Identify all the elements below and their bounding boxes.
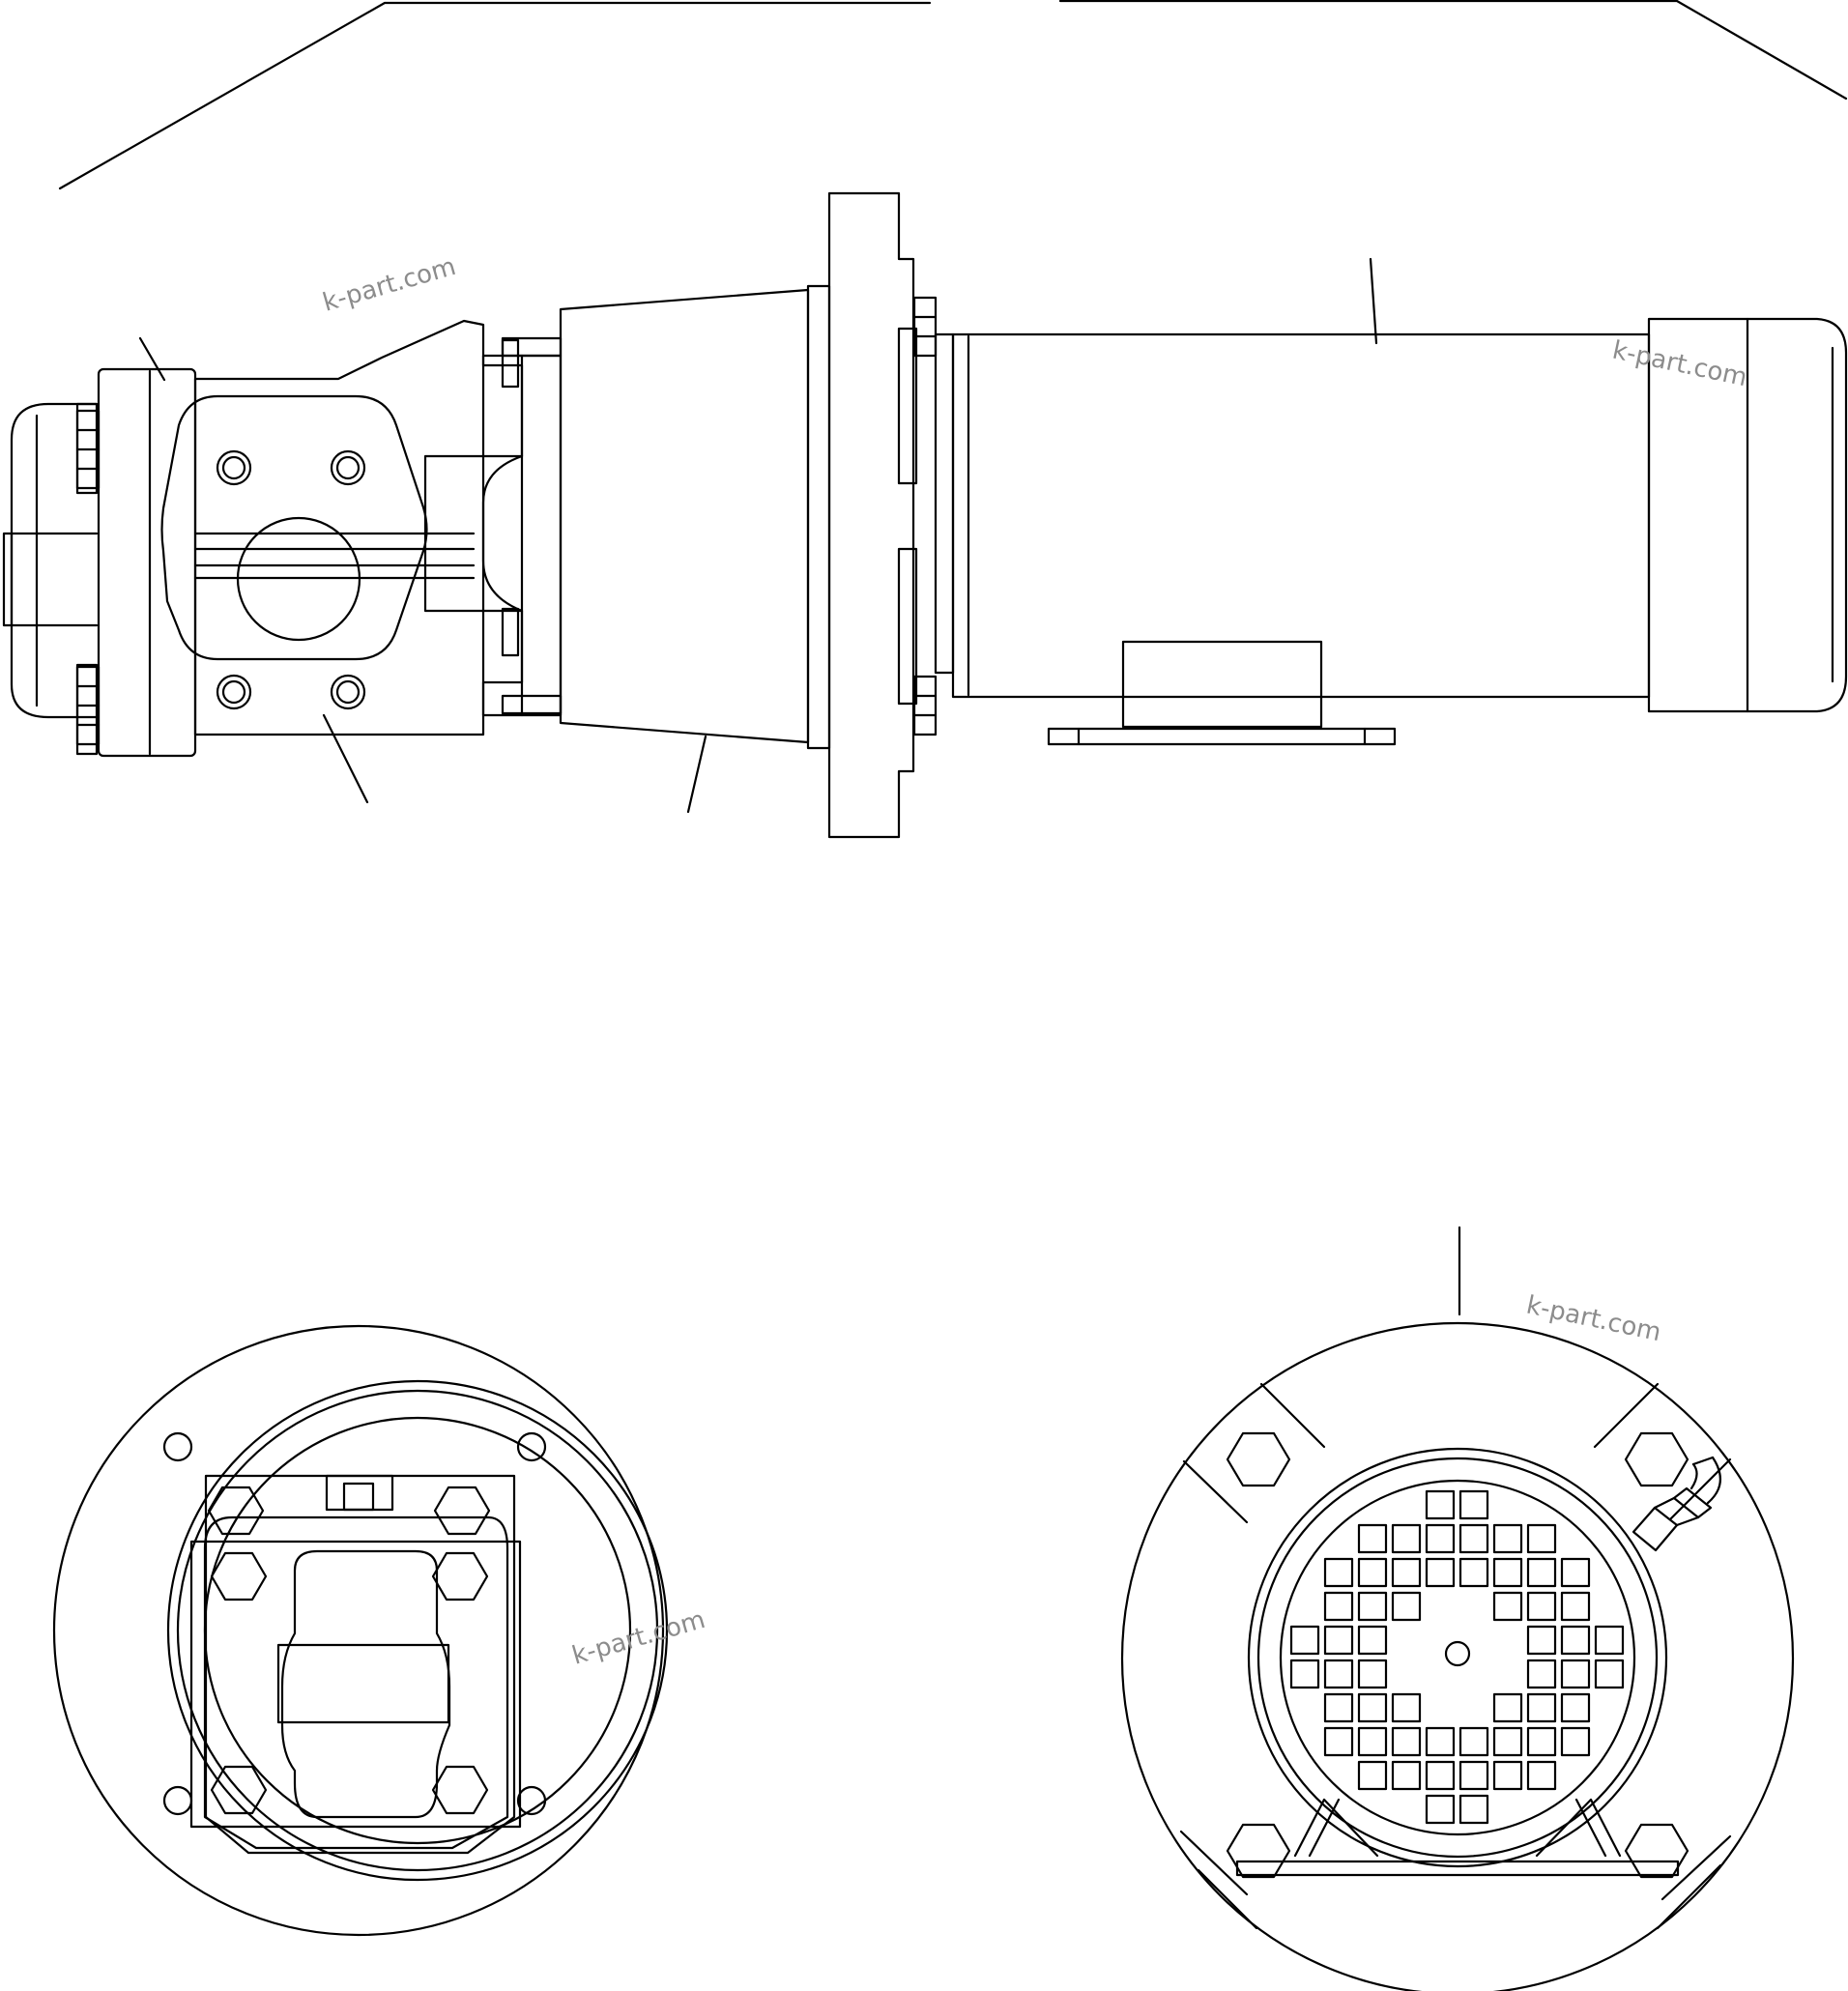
grille-slot xyxy=(1391,1557,1422,1588)
grille-slot xyxy=(1357,1557,1388,1588)
grille-slot xyxy=(1458,1794,1489,1825)
side-view-leader-lines xyxy=(138,257,1378,814)
grille-slot xyxy=(1391,1591,1422,1622)
grille-slot xyxy=(1357,1523,1388,1554)
grille-slot xyxy=(1425,1489,1456,1520)
grille-slot xyxy=(1560,1591,1591,1622)
grille-slot xyxy=(1458,1557,1489,1588)
grille-slot xyxy=(1560,1659,1591,1689)
grille-slot xyxy=(1560,1692,1591,1723)
grille-slot xyxy=(1492,1692,1523,1723)
watermark-text: k-part.com xyxy=(569,1605,708,1671)
motor-fan-grille xyxy=(1289,1489,1625,1825)
bell-housing xyxy=(559,284,831,750)
watermarks: k-part.com k-part.com k-part.com k-part.… xyxy=(320,252,1750,1671)
mounting-flange xyxy=(827,191,955,839)
motor-fan-cover xyxy=(1647,317,1848,713)
grille-slot xyxy=(1526,1692,1557,1723)
grille-slot xyxy=(1458,1523,1489,1554)
adapter-plate xyxy=(481,336,563,717)
grille-slot xyxy=(1594,1659,1625,1689)
grille-slot xyxy=(1323,1625,1354,1656)
grille-slot xyxy=(1391,1760,1422,1791)
grille-slot xyxy=(1492,1557,1523,1588)
grille-slot xyxy=(1289,1659,1320,1689)
grille-slot xyxy=(1526,1591,1557,1622)
grille-slot xyxy=(1323,1557,1354,1588)
motor-body xyxy=(951,332,1651,746)
grille-slot xyxy=(1323,1591,1354,1622)
motor-end-diagonal-ribs xyxy=(1179,1382,1732,1930)
grille-slot xyxy=(1526,1659,1557,1689)
grille-slot xyxy=(1526,1625,1557,1656)
motor-end-hex-bolts xyxy=(1226,1431,1689,1879)
pump-body xyxy=(193,319,524,736)
grille-slot xyxy=(1492,1523,1523,1554)
grille-slot xyxy=(1357,1692,1388,1723)
pump-end-view xyxy=(52,1324,669,1937)
grille-slot xyxy=(1357,1760,1388,1791)
grille-slot xyxy=(1425,1794,1456,1825)
grille-slot xyxy=(1357,1659,1388,1689)
watermark-text: k-part.com xyxy=(1610,336,1750,393)
grille-slot xyxy=(1425,1557,1456,1588)
grille-slot xyxy=(1526,1523,1557,1554)
grille-slot xyxy=(1458,1489,1489,1520)
grille-slot xyxy=(1492,1591,1523,1622)
grille-slot xyxy=(1560,1726,1591,1757)
grille-slot xyxy=(1458,1760,1489,1791)
grille-slot xyxy=(1425,1726,1456,1757)
grille-slot xyxy=(1560,1625,1591,1656)
grille-slot xyxy=(1425,1760,1456,1791)
grille-slot xyxy=(1594,1625,1625,1656)
grille-slot xyxy=(1357,1625,1388,1656)
grille-slot xyxy=(1323,1692,1354,1723)
pump-end-cap xyxy=(2,402,99,756)
grille-slot xyxy=(1391,1523,1422,1554)
motor-end-view xyxy=(1121,1226,1794,1991)
top-bracket-lines xyxy=(58,0,1848,190)
grille-slot xyxy=(1492,1760,1523,1791)
grille-slot xyxy=(1357,1726,1388,1757)
grille-slot xyxy=(1492,1726,1523,1757)
pump-port-flange xyxy=(160,394,428,710)
grille-slot xyxy=(1323,1659,1354,1689)
motor-feet xyxy=(1293,1798,1622,1858)
grille-slot xyxy=(1560,1557,1591,1588)
side-view-cap-bolts xyxy=(75,409,101,746)
watermark-text: k-part.com xyxy=(320,252,459,318)
grille-slot xyxy=(1458,1726,1489,1757)
grille-slot xyxy=(1357,1591,1388,1622)
grille-slot xyxy=(1289,1625,1320,1656)
pump-front-flange xyxy=(97,367,197,758)
watermark-text: k-part.com xyxy=(1524,1291,1664,1348)
grille-slot xyxy=(1425,1523,1456,1554)
grille-slot xyxy=(1526,1760,1557,1791)
grille-slot xyxy=(1391,1726,1422,1757)
grille-slot xyxy=(1323,1726,1354,1757)
grille-slot xyxy=(1526,1726,1557,1757)
grille-slot xyxy=(1391,1692,1422,1723)
cable-gland xyxy=(1631,1456,1721,1552)
end-view-hex-bolts xyxy=(207,1486,491,1815)
grille-slot xyxy=(1526,1557,1557,1588)
side-view-pump-motor xyxy=(2,191,1848,839)
